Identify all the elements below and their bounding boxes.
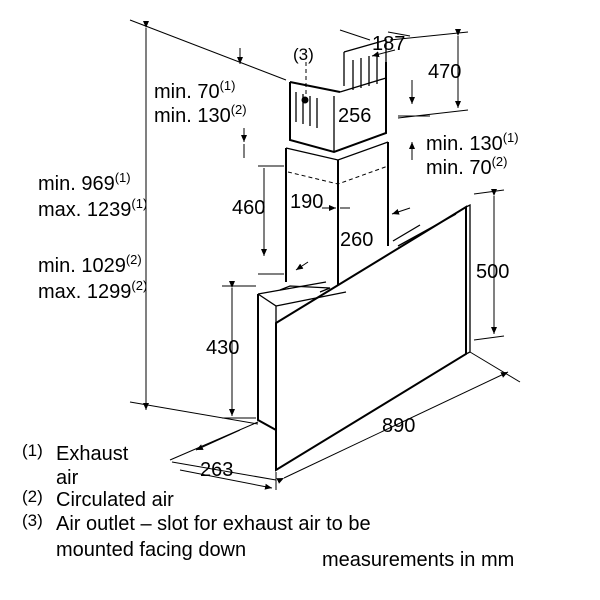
dim-187: 187: [372, 33, 405, 55]
air-outlet-marker: (3): [293, 45, 314, 64]
svg-text:(3): (3): [22, 511, 43, 530]
svg-text:mounted facing down: mounted facing down: [56, 539, 246, 561]
units-note: measurements in mm: [322, 549, 514, 571]
dim-460: 460: [232, 197, 265, 219]
dim-total-exhaust-min: min. 969(1): [38, 170, 131, 195]
dim-190: 190: [290, 191, 323, 213]
dim-430: 430: [206, 337, 239, 359]
hood-box: [257, 294, 277, 431]
dim-upper-min-exhaust: min. 70(1): [154, 78, 235, 103]
dim-470: 470: [428, 61, 461, 83]
dim-upper-min-circulated: min. 130(2): [154, 102, 247, 127]
dimension-lines: [129, 19, 521, 490]
legend-item-circulated-air: (2) Circulated air: [22, 487, 174, 511]
svg-text:Air outlet – slot for exhaust: Air outlet – slot for exhaust air to be: [56, 513, 371, 535]
dim-890: 890: [382, 415, 415, 437]
chimney: [285, 39, 389, 285]
svg-text:Circulated air: Circulated air: [56, 489, 174, 511]
svg-text:(1): (1): [22, 441, 43, 460]
dim-lower-min-exhaust: min. 130(1): [426, 130, 519, 155]
dim-260: 260: [340, 229, 373, 251]
dimension-labels: 187 470 (3) min. 70(1) min. 130(2) 256 m…: [38, 33, 519, 481]
dim-total-exhaust-max: max. 1239(1): [38, 196, 147, 221]
svg-text:(2): (2): [22, 487, 43, 506]
dim-lower-min-circulated: min. 70(2): [426, 154, 507, 179]
dim-total-circulated-max: max. 1299(2): [38, 278, 147, 303]
legend-item-air-outlet: (3) Air outlet – slot for exhaust air to…: [22, 511, 371, 561]
legend-item-exhaust-air: (1) Exhaust air: [22, 441, 129, 489]
air-outlet-slots: [295, 54, 378, 128]
legend: (1) Exhaust air (2) Circulated air (3) A…: [22, 441, 514, 571]
dim-total-circulated-min: min. 1029(2): [38, 252, 142, 277]
svg-text:Exhaust: Exhaust: [56, 443, 129, 465]
dim-256: 256: [338, 105, 371, 127]
dim-500: 500: [476, 261, 509, 283]
hood-body: [257, 203, 471, 472]
svg-text:air: air: [56, 467, 79, 489]
dim-263: 263: [200, 459, 233, 481]
